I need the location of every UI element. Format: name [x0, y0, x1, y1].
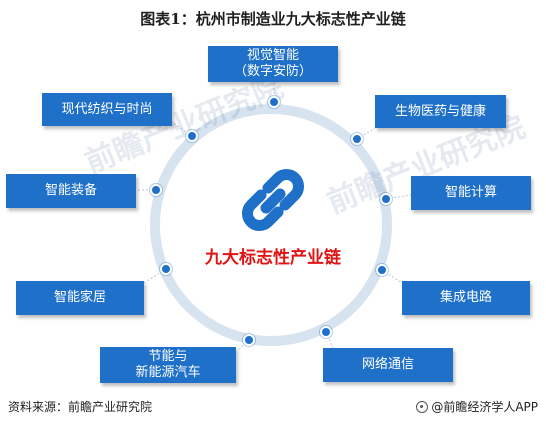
ring-node-dot: [376, 264, 388, 276]
source-note: 资料来源：前瞻产业研究院: [8, 400, 153, 414]
node-network-communication: 网络通信: [323, 348, 453, 382]
node-intelligent-equipment: 智能装备: [6, 174, 136, 208]
app-logo-icon: [416, 400, 429, 413]
node-line1: 视觉智能: [246, 48, 299, 63]
node-modern-textiles: 现代纺织与时尚: [42, 93, 172, 126]
ring-node-dot: [160, 263, 172, 275]
chain-link-icon: [242, 169, 304, 231]
node-line1: 集成电路: [439, 290, 492, 305]
node-line2: 新能源汽车: [135, 365, 201, 380]
node-line1: 节能与: [148, 349, 188, 364]
credit: @前瞻经济学人APP: [416, 398, 538, 415]
node-line1: 现代纺织与时尚: [61, 101, 153, 117]
node-line1: 智能计算: [444, 185, 497, 200]
node-visual-intelligence: 视觉智能 （数字安防）: [208, 46, 338, 82]
ring-node-dot: [380, 193, 392, 205]
ring-node-dot: [186, 130, 198, 142]
node-intelligent-computing: 智能计算: [411, 176, 531, 210]
ring-node-dot: [150, 184, 162, 196]
credit-text: @前瞻经济学人APP: [431, 400, 538, 414]
chart-title: 图表1：杭州市制造业九大标志性产业链: [140, 10, 406, 28]
node-new-energy-vehicles: 节能与 新能源汽车: [100, 347, 236, 383]
node-line1: 生物医药与健康: [394, 103, 486, 119]
node-line1: 智能家居: [53, 290, 106, 305]
ring-node-dot: [268, 96, 280, 108]
node-smart-home: 智能家居: [16, 281, 144, 315]
center-label: 九大标志性产业链: [205, 248, 341, 268]
ring-node-dot: [320, 326, 332, 338]
ring-node-dot: [351, 133, 363, 145]
node-line2: （数字安防）: [233, 64, 312, 79]
node-line1: 网络通信: [361, 357, 414, 372]
node-biomedicine: 生物医药与健康: [375, 95, 506, 128]
node-line1: 智能装备: [44, 183, 97, 198]
ring-node-dot: [243, 334, 255, 346]
node-integrated-circuits: 集成电路: [402, 281, 530, 315]
